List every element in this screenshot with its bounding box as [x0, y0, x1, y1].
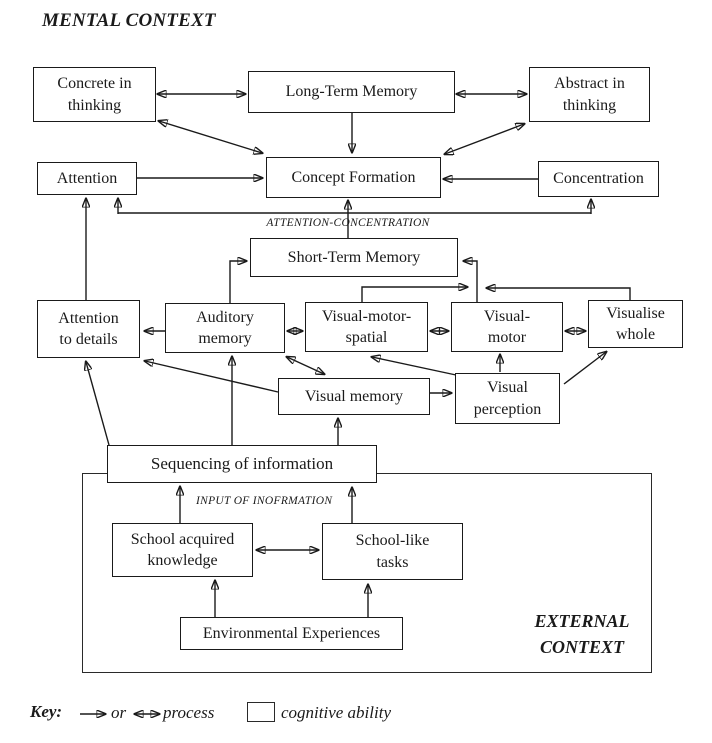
key-cognitive-ability-label: cognitive ability — [281, 703, 391, 722]
node-sequencing-of-information: Sequencing of information — [107, 445, 377, 483]
arrow-visual-motor-spatial-to-stm-riser — [361, 287, 467, 302]
key-box-icon — [247, 702, 275, 722]
mental-context-label: MENTAL CONTEXT — [42, 10, 216, 31]
node-label: Auditory memory — [196, 308, 254, 347]
input-of-information-label: INPUT OF INOFRMATION — [196, 495, 333, 507]
key-label: Key: — [30, 702, 63, 721]
node-long-term-memory: Long-Term Memory — [248, 71, 455, 113]
node-auditory-memory: Auditory memory — [165, 303, 285, 353]
node-visual-perception: Visual perception — [455, 373, 560, 424]
node-visualise-whole: Visualise whole — [588, 300, 683, 348]
node-label: Concentration — [553, 170, 644, 188]
node-label: Concept Formation — [291, 168, 416, 186]
node-label: Environmental Experiences — [202, 624, 381, 642]
node-short-term-memory: Short-Term Memory — [250, 238, 458, 277]
arrow-visual-perception-to-visualise-whole — [563, 352, 606, 385]
node-attention: Attention — [37, 162, 137, 195]
node-school-acquired-knowledge: School acquired knowledge — [112, 523, 253, 577]
key-or-label: or — [111, 703, 127, 722]
node-abstract-in-thinking: Abstract in thinking — [529, 67, 650, 122]
key-process-label: process — [163, 703, 215, 722]
node-label: Visual-motor- spatial — [321, 307, 412, 346]
node-label: Sequencing of information — [150, 453, 334, 473]
arrow-sequencing-to-attention-details — [86, 362, 110, 446]
node-visual-memory: Visual memory — [278, 378, 430, 415]
arrow-visual-perception-to-vms — [372, 357, 457, 376]
node-label: Attention to details — [58, 309, 119, 348]
node-label: School-like tasks — [355, 532, 430, 571]
node-label: Visual memory — [304, 387, 404, 405]
node-label: Short-Term Memory — [287, 248, 421, 266]
node-school-like-tasks: School-like tasks — [322, 523, 463, 580]
node-environmental-experiences: Environmental Experiences — [180, 617, 403, 650]
node-label: Visual- motor — [483, 307, 531, 346]
node-label: School acquired knowledge — [130, 530, 235, 569]
attention-concentration-label: ATTENTION-CONCENTRATION — [266, 217, 430, 229]
arrow-concrete-concept-formation — [159, 121, 262, 153]
arrow-visualise-whole-to-stm-riser — [487, 288, 631, 300]
arrow-concept-formation-abstract — [445, 124, 524, 154]
node-concept-formation: Concept Formation — [266, 157, 441, 198]
node-attention-to-details: Attention to details — [37, 300, 140, 358]
node-visual-motor-spatial: Visual-motor- spatial — [305, 302, 428, 352]
node-concentration: Concentration — [538, 161, 659, 197]
node-concrete-in-thinking: Concrete in thinking — [33, 67, 156, 122]
node-label: Visualise whole — [606, 304, 665, 343]
node-label: Visual perception — [473, 379, 542, 418]
node-label: Attention — [56, 169, 118, 187]
node-label: Concrete in thinking — [57, 75, 132, 114]
arrow-auditory-visual-memory — [287, 357, 324, 374]
node-label: Abstract in thinking — [554, 75, 625, 114]
arrow-visual-memory-to-attention-details — [145, 361, 279, 393]
node-label: Long-Term Memory — [285, 83, 418, 101]
arrow-auditory-to-stm — [229, 261, 246, 303]
external-context-label: EXTERNAL CONTEXT — [534, 611, 630, 658]
arrow-visual-motor-to-stm — [464, 261, 478, 302]
node-visual-motor: Visual- motor — [451, 302, 563, 352]
